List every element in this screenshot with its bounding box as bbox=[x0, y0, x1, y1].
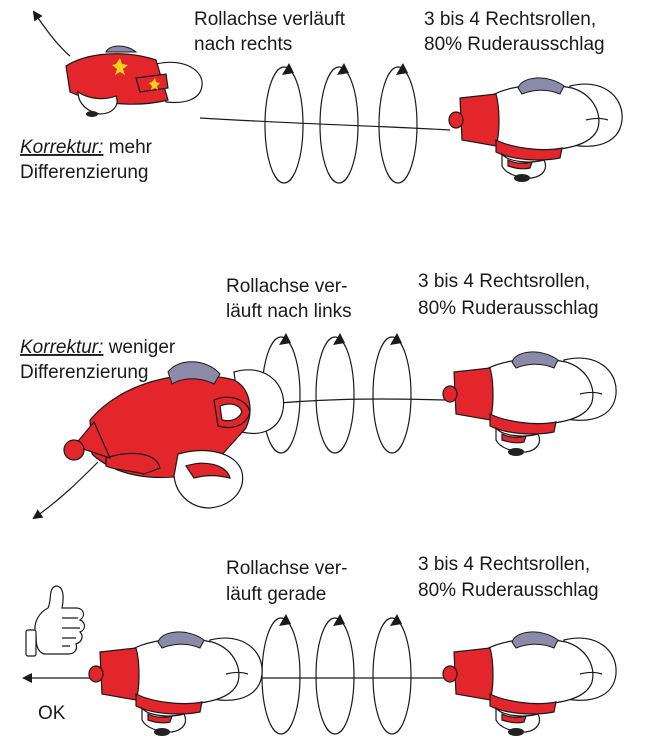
panel-1-roll-loop-icon bbox=[319, 62, 359, 184]
panel-1-airplane-icon bbox=[448, 77, 623, 183]
panel-1-exit-arrow bbox=[32, 10, 71, 57]
panel-1-roll-axis-line2: nach rechts bbox=[194, 34, 292, 55]
panel-2-roll-axis-line2: läuft nach links bbox=[226, 301, 352, 322]
panel-1-correction-line2: Differenzierung bbox=[20, 162, 149, 183]
panel-1-rolls-line1: 3 bis 4 Rechtsrollen, bbox=[424, 9, 596, 30]
panel-2: Rollachse ver- läuft nach links 3 bis 4 … bbox=[20, 271, 617, 520]
panel-2-rolls-line1: 3 bis 4 Rechtsrollen, bbox=[418, 271, 590, 292]
panel-2-roll-loop-icon bbox=[372, 332, 412, 454]
panel-2-roll-loop-icon bbox=[315, 332, 355, 454]
panel-3-roll-axis-line1: Rollachse ver- bbox=[226, 558, 347, 579]
panel-1-airplane-icon bbox=[65, 45, 203, 118]
panel-1-roll-loop-icon bbox=[378, 62, 418, 184]
panel-3-roll-loop-icon bbox=[315, 613, 355, 735]
panel-1-correction-value: mehr bbox=[103, 137, 152, 158]
panel-1-flight-path bbox=[199, 117, 451, 131]
panel-2-exit-arrow bbox=[32, 461, 99, 520]
panel-2-rolls-line2: 80% Ruderausschlag bbox=[418, 298, 599, 319]
panel-3-roll-loop-icon bbox=[372, 613, 412, 735]
panel-1: Rollachse verläuft nach rechts 3 bis 4 R… bbox=[20, 9, 623, 184]
panel-2-correction-line2: Differenzierung bbox=[20, 362, 149, 383]
panel-2-airplane-icon bbox=[442, 351, 617, 457]
panel-3-result-label: OK bbox=[38, 703, 66, 724]
panel-3: Rollachse ver- läuft gerade 3 bis 4 Rech… bbox=[22, 554, 617, 737]
panel-3-rolls-line2: 80% Ruderausschlag bbox=[418, 580, 599, 601]
panel-2-roll-axis-line1: Rollachse ver- bbox=[226, 276, 347, 297]
panel-3-roll-axis-line2: läuft gerade bbox=[226, 584, 326, 605]
panel-2-airplane-icon bbox=[63, 361, 285, 509]
panel-3-roll-loop-icon bbox=[261, 613, 301, 735]
thumbs-up-icon bbox=[25, 585, 86, 657]
panel-1-correction-label: Korrektur: bbox=[20, 137, 103, 158]
panel-2-correction-value: weniger bbox=[103, 337, 175, 358]
panel-1-roll-axis-line1: Rollachse verläuft bbox=[194, 9, 346, 30]
panel-2-correction-label: Korrektur: bbox=[20, 337, 103, 358]
panel-3-airplane-icon bbox=[88, 631, 263, 737]
panel-2-correction: Korrektur: weniger bbox=[20, 337, 176, 358]
panel-3-airplane-icon bbox=[442, 631, 617, 737]
panel-1-correction: Korrektur: mehr bbox=[20, 137, 153, 158]
panel-3-rolls-line1: 3 bis 4 Rechtsrollen, bbox=[418, 554, 590, 575]
panel-1-rolls-line2: 80% Ruderausschlag bbox=[424, 34, 605, 55]
